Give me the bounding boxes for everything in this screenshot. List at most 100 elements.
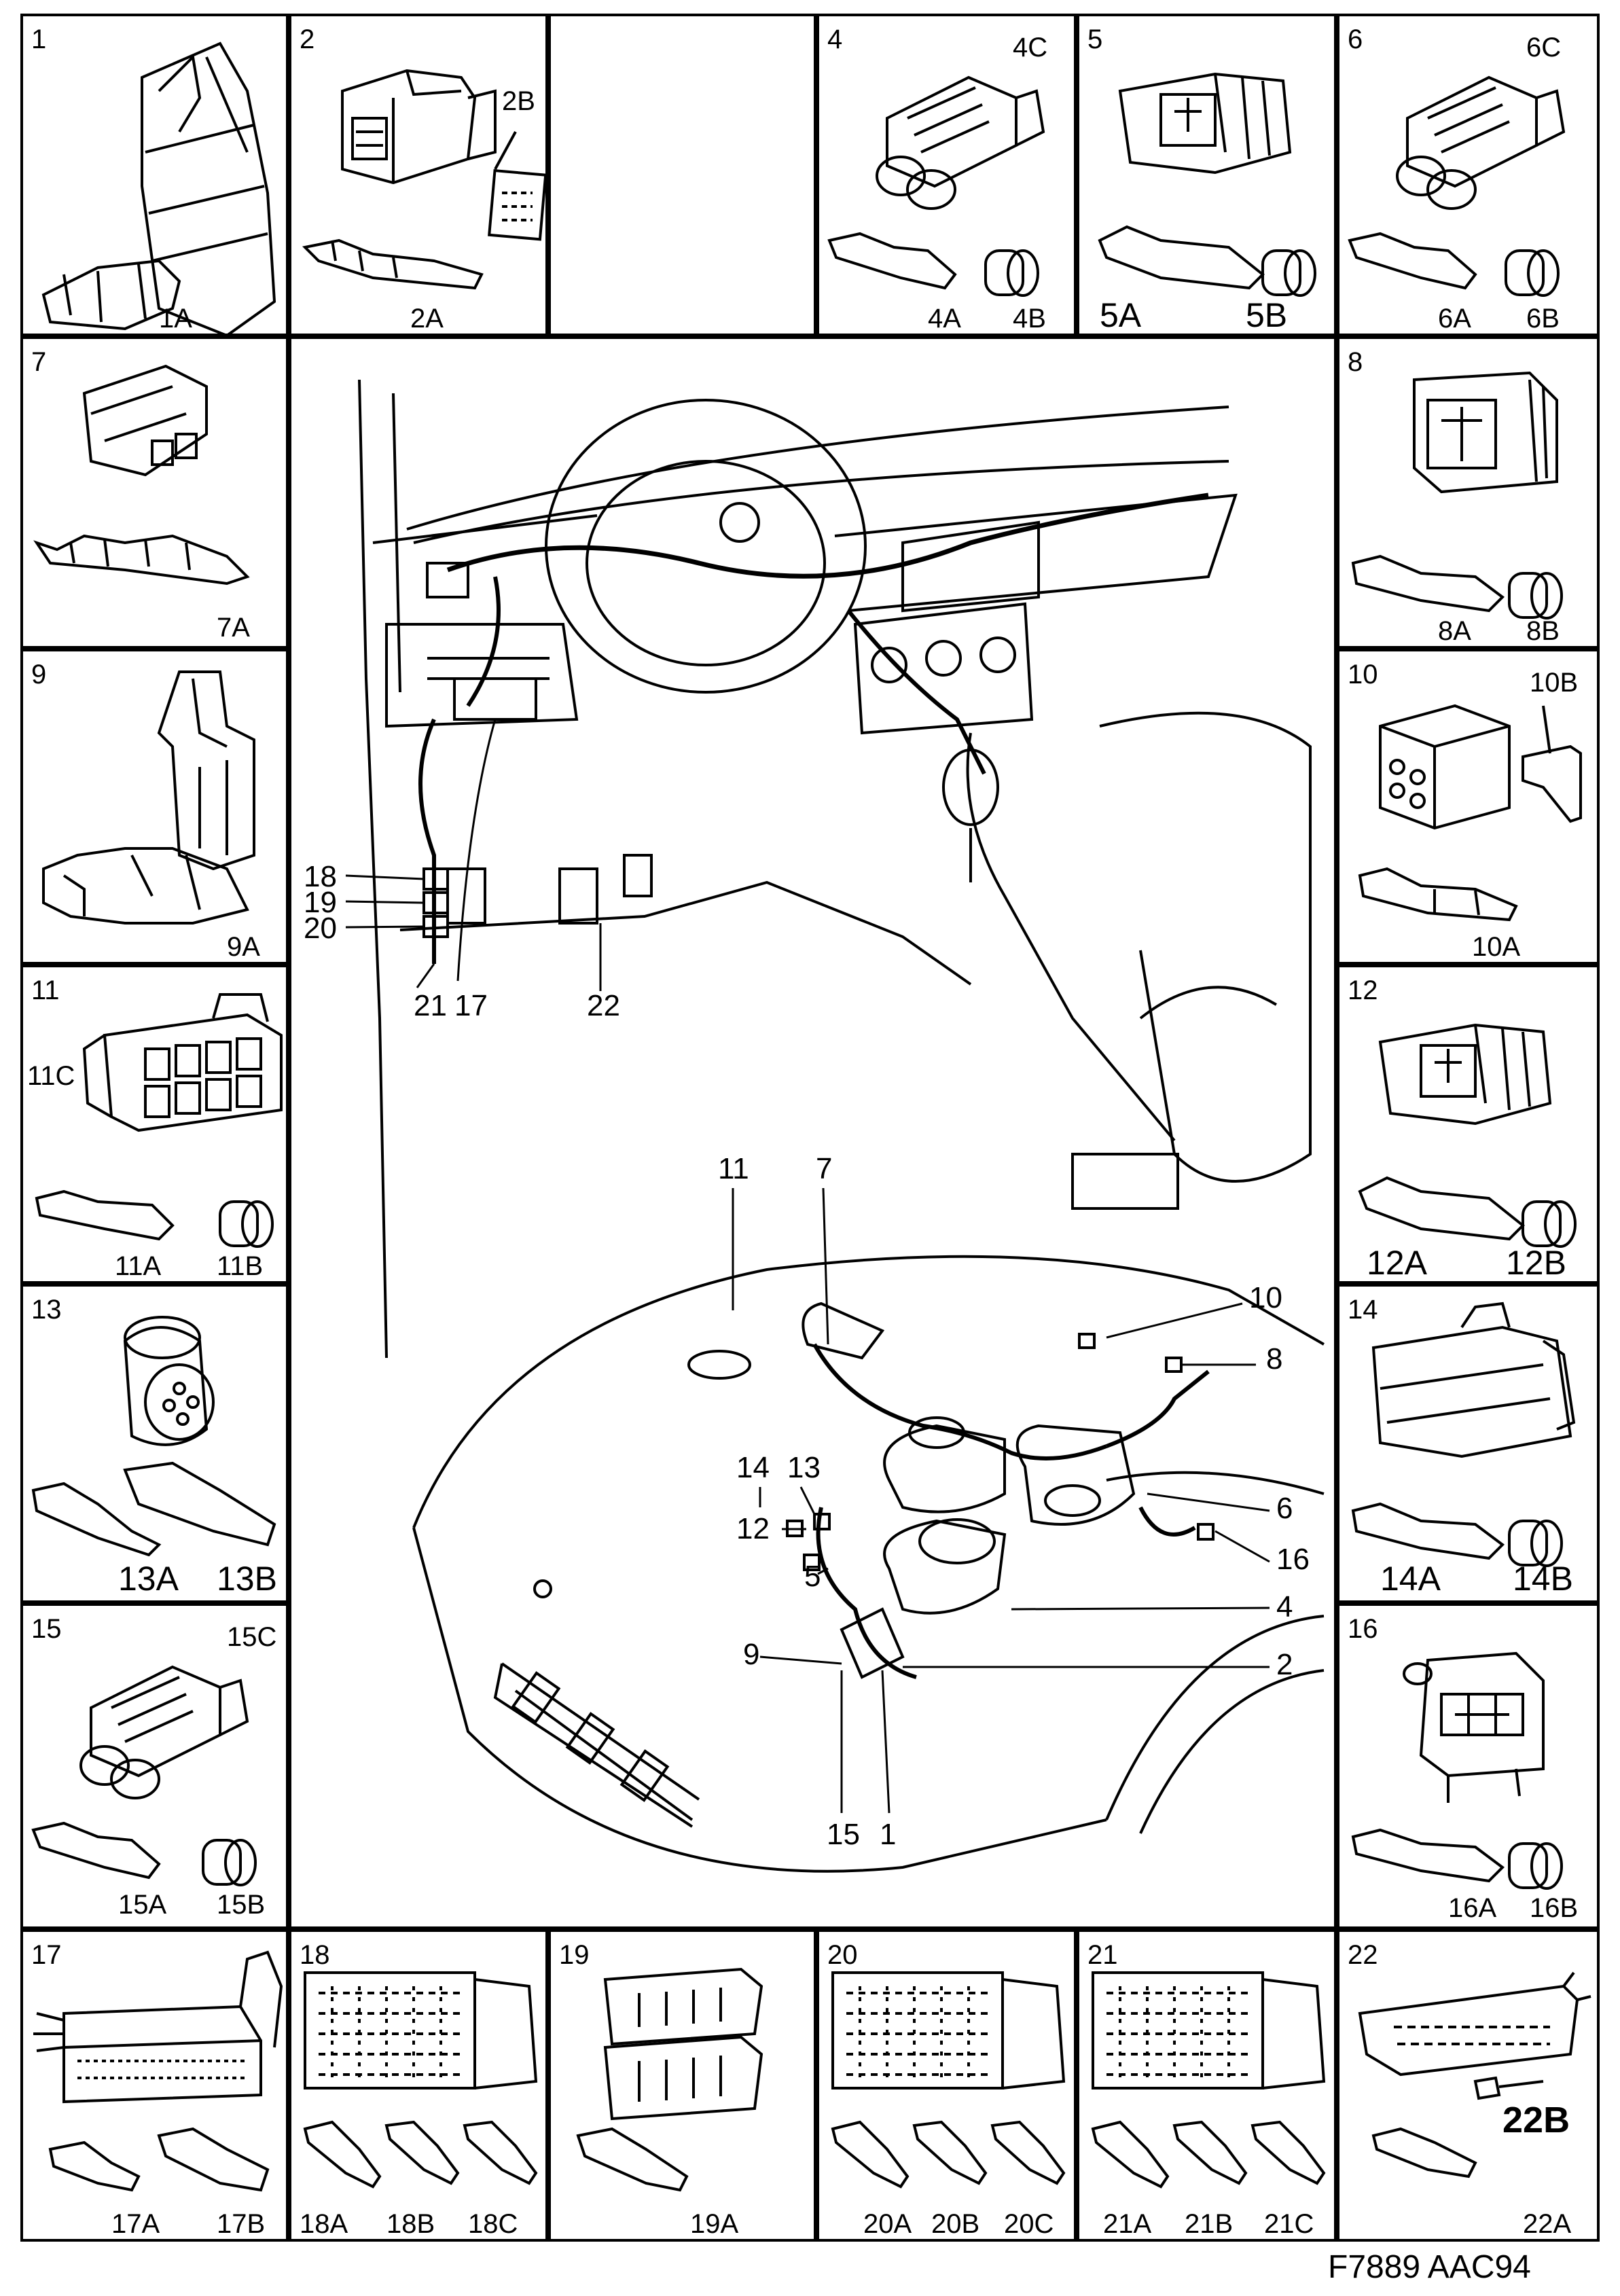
part-label: 12B <box>1506 1244 1566 1282</box>
panel-14: 14 14A 14B <box>1337 1284 1600 1603</box>
callout-7: 7 <box>816 1152 833 1185</box>
part-label: 21B <box>1185 2209 1234 2239</box>
panel-6: 6 6A 6B 6C <box>1337 14 1600 336</box>
connector-drawing <box>303 1971 538 2189</box>
callout-10: 10 <box>1249 1281 1282 1314</box>
connector-drawing <box>1091 1971 1326 2189</box>
part-label: 18B <box>386 2209 435 2239</box>
callout-18: 18 <box>304 860 337 893</box>
connector-drawing <box>41 41 276 334</box>
callout-14: 14 <box>736 1451 770 1484</box>
part-label: 19A <box>690 2209 739 2239</box>
part-label: 18C <box>468 2209 518 2239</box>
panel-number: 8 <box>1348 347 1363 377</box>
part-label: 7A <box>217 613 250 643</box>
part-label: 4C <box>1013 33 1048 62</box>
panel-number: 2 <box>300 24 315 54</box>
callout-22: 22 <box>587 989 620 1022</box>
part-label: 4B <box>1013 304 1046 334</box>
panel-number: 11 <box>31 975 60 1005</box>
panel-number: 17 <box>31 1940 62 1970</box>
panel-number: 5 <box>1087 24 1103 54</box>
panel-number: 7 <box>31 347 47 377</box>
callout-2: 2 <box>1276 1648 1293 1681</box>
part-label: 17A <box>111 2209 160 2239</box>
panel-15: 15 15A 15B 15C <box>20 1603 289 1929</box>
callout-9: 9 <box>743 1638 760 1671</box>
part-label: 1A <box>159 304 192 334</box>
panel-3 <box>548 14 816 336</box>
connector-drawing <box>576 1967 763 2192</box>
connector-drawing <box>1098 72 1316 297</box>
part-label: 14A <box>1380 1560 1441 1598</box>
part-label: 13B <box>217 1560 277 1598</box>
panel-21: 21 21A 21B 21C <box>1077 1929 1337 2242</box>
part-label: 11C <box>27 1061 75 1091</box>
callout-15: 15 <box>827 1818 860 1851</box>
part-label: 6B <box>1526 304 1560 334</box>
connector-drawing <box>831 1971 1066 2189</box>
figure-code: F7889 AAC94 <box>1328 2249 1531 2285</box>
panel-number: 20 <box>827 1940 858 1970</box>
part-label: 5A <box>1100 296 1142 334</box>
panel-number: 9 <box>31 660 47 689</box>
part-label: 12A <box>1367 1244 1427 1282</box>
panel-5: 5 5A 5B <box>1077 14 1337 336</box>
part-label: 4A <box>928 304 961 334</box>
connector-drawing <box>1351 371 1563 620</box>
part-label: 10B <box>1530 668 1579 698</box>
vehicle-drawing <box>345 379 1325 1873</box>
connector-drawing <box>1358 704 1582 922</box>
part-label: 15C <box>227 1622 277 1652</box>
part-label: 15A <box>118 1890 167 1920</box>
connector-drawing <box>1348 75 1566 297</box>
connector-drawing <box>1351 1651 1563 1890</box>
connector-drawing <box>31 1665 257 1886</box>
part-label: 20A <box>863 2209 912 2239</box>
panel-number: 16 <box>1348 1614 1378 1644</box>
part-label: 11A <box>115 1251 162 1281</box>
connector-drawing <box>31 1316 276 1557</box>
panel-1: 1 1A <box>20 14 289 336</box>
part-label: 8B <box>1526 616 1560 646</box>
callout-16: 16 <box>1276 1543 1310 1576</box>
panel-number: 6 <box>1348 24 1363 54</box>
part-label: 21C <box>1264 2209 1314 2239</box>
connector-drawing <box>1351 1302 1576 1567</box>
callout-21: 21 <box>414 989 447 1022</box>
part-label: 8A <box>1438 616 1471 646</box>
panel-19: 19 19A <box>548 1929 816 2242</box>
callout-20: 20 <box>304 912 337 945</box>
part-label: 13A <box>118 1560 179 1598</box>
part-label: 6C <box>1526 33 1562 62</box>
panel-number: 12 <box>1348 975 1378 1005</box>
connector-drawing <box>1358 1023 1577 1248</box>
part-label: 20B <box>931 2209 980 2239</box>
callout-11: 11 <box>718 1152 749 1185</box>
panel-number: 10 <box>1348 660 1378 689</box>
connector-drawing <box>33 1950 283 2192</box>
callout-17: 17 <box>454 989 488 1022</box>
part-label: 22B <box>1502 2100 1570 2140</box>
panel-4: 4 4A 4B 4C <box>816 14 1077 336</box>
panel-17: 17 17A 17B <box>20 1929 289 2242</box>
panel-number: 13 <box>31 1295 62 1325</box>
connector-drawing <box>42 670 255 925</box>
part-label: 6A <box>1438 304 1471 334</box>
callout-13: 13 <box>787 1451 821 1484</box>
panel-13: 13 13A 13B <box>20 1284 289 1603</box>
panel-8: 8 8A 8B <box>1337 336 1600 649</box>
panel-20: 20 20A 20B 20C <box>816 1929 1077 2242</box>
part-label: 16A <box>1448 1893 1497 1923</box>
part-label: 21A <box>1103 2209 1152 2239</box>
panel-18: 18 18A 18B 18C <box>289 1929 548 2242</box>
panel-number: 15 <box>31 1614 62 1644</box>
panel-number: 18 <box>300 1940 330 1970</box>
panel-number: 19 <box>559 1940 590 1970</box>
panel-number: 22 <box>1348 1940 1378 1970</box>
callout-8: 8 <box>1266 1342 1283 1376</box>
panel-number: 21 <box>1087 1940 1118 1970</box>
panel-11: 11 11A 11B 11C <box>20 965 289 1284</box>
panel-22: 22 22A 22B <box>1337 1929 1600 2242</box>
part-label: 10A <box>1472 932 1521 962</box>
